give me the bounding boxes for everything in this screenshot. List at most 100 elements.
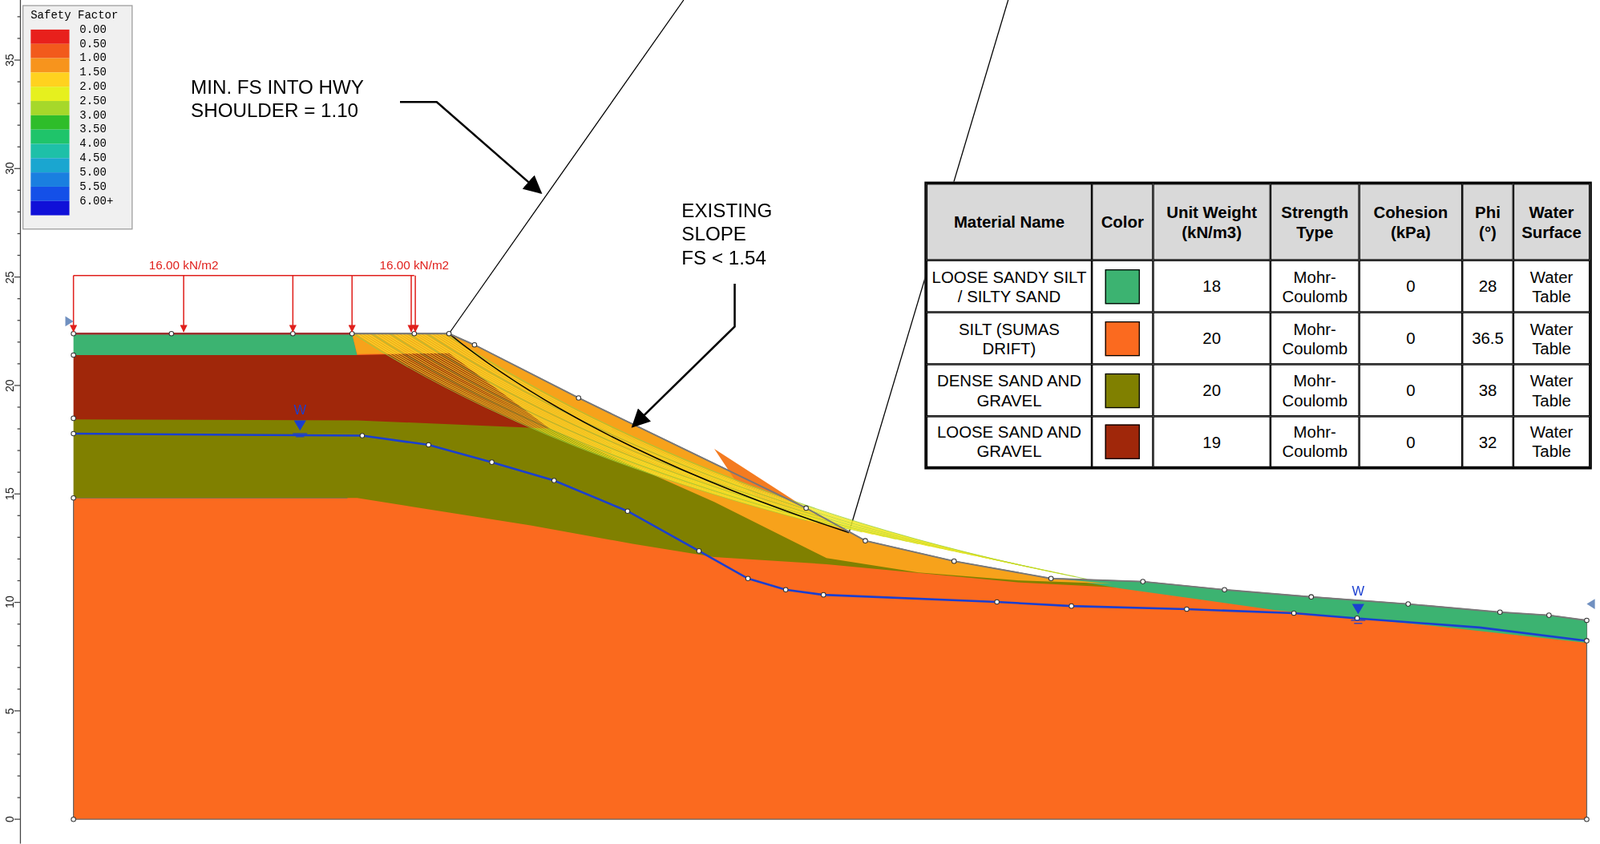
load-surface: [73, 332, 353, 336]
legend-swatch: [30, 172, 69, 187]
axis-number: 30: [3, 161, 16, 175]
table-value: Mohr-Coulomb: [1274, 266, 1356, 306]
table-cell: 0: [1359, 363, 1463, 417]
legend-value: 2.00: [79, 80, 107, 93]
table-value: 20: [1202, 380, 1221, 400]
table-cell: 0: [1359, 312, 1463, 365]
water-label: W: [1351, 583, 1365, 599]
table-value: 19: [1202, 432, 1221, 452]
axis-tick: [17, 537, 21, 538]
axis-number: 15: [3, 487, 16, 501]
table-cell: Unit Weight (kN/m3): [1152, 183, 1270, 260]
axis-tick: [17, 645, 21, 647]
vertex: [71, 431, 77, 437]
vertex: [169, 331, 174, 336]
vertex: [446, 331, 452, 336]
vertex: [1406, 602, 1411, 607]
table-value: 0: [1406, 328, 1415, 348]
axis-tick: [17, 406, 21, 408]
legend-swatch: [30, 72, 69, 87]
legend-swatch: [30, 143, 69, 158]
legend-title: Safety Factor: [30, 8, 118, 21]
vertex: [1291, 610, 1297, 616]
table-cell: Cohesion (kPa): [1359, 183, 1463, 260]
axis-number: 5: [3, 707, 16, 715]
load-arrow: [182, 275, 185, 332]
vertex: [71, 331, 77, 336]
axis-tick: [17, 146, 21, 148]
table-header: Water Surface: [1517, 202, 1586, 242]
table-header: Cohesion (kPa): [1363, 202, 1459, 242]
vertex: [804, 505, 809, 511]
vertex: [783, 587, 788, 593]
callout-text: MIN. FS INTO HWY SHOULDER = 1.10: [190, 75, 392, 123]
legend-swatch: [30, 58, 69, 73]
vertex: [820, 592, 826, 598]
load-label: 16.00 kN/m2: [379, 258, 450, 273]
legend-value: 0.50: [79, 37, 107, 50]
axis-tick: [17, 731, 21, 733]
load-arrow: [410, 275, 413, 332]
axis-tick: [17, 753, 21, 755]
table-cell: 0: [1359, 416, 1463, 468]
axis-tick: [17, 472, 21, 473]
legend-swatch: [30, 201, 69, 216]
slip-surface: [386, 333, 908, 542]
table-header: Color: [1101, 212, 1144, 232]
table-value: 32: [1478, 432, 1498, 452]
vertex: [349, 331, 355, 336]
table-cell: Phi (°): [1462, 183, 1514, 260]
table-header: Phi (°): [1466, 202, 1509, 242]
vertex: [359, 433, 365, 439]
load-bracket: [73, 274, 353, 277]
vertex: [412, 331, 417, 336]
legend-swatch: [30, 101, 69, 116]
axis-tick: [17, 515, 21, 517]
slip-surface: [415, 333, 997, 561]
distributed-load: [73, 275, 416, 332]
table-value: Water Table: [1517, 319, 1586, 358]
material-swatch: [1105, 320, 1140, 356]
slip-surface: [389, 333, 918, 544]
legend-value: 0.00: [79, 23, 107, 36]
table-cell: Mohr-Coulomb: [1270, 363, 1360, 417]
axis-tick: [17, 233, 21, 235]
load-arrow: [292, 275, 295, 332]
sandy-silt-layer: [1061, 578, 1588, 643]
legend-value: 4.00: [79, 137, 107, 150]
legend-swatch: [30, 186, 69, 202]
table-cell: Mohr-Coulomb: [1270, 260, 1360, 313]
vertex: [696, 549, 702, 554]
vertex: [71, 816, 77, 822]
vertex: [1584, 618, 1590, 623]
legend-value: 5.00: [79, 165, 107, 178]
vertex: [745, 576, 751, 582]
table-cell: 20: [1152, 363, 1270, 417]
material-name: LOOSE SAND AND GRAVEL: [930, 422, 1088, 461]
vertex: [994, 599, 1000, 605]
table-cell: Water Table: [1513, 416, 1590, 468]
callout-text: EXISTING SLOPE FS < 1.54: [681, 198, 776, 270]
axis-number: 10: [3, 596, 16, 610]
legend-value: 5.50: [79, 180, 107, 193]
table-value: Mohr-Coulomb: [1274, 319, 1356, 358]
silt-layer: [73, 333, 1588, 820]
axis-tick: [17, 623, 21, 625]
table-value: 38: [1478, 380, 1498, 400]
slip-surface: [419, 333, 1009, 563]
axis-tick: [17, 558, 21, 560]
legend-value: 3.00: [79, 109, 107, 122]
table-cell: Water Table: [1513, 312, 1590, 365]
water-marker: [1353, 622, 1362, 624]
axis-tick: [17, 125, 21, 126]
material-swatch: [1105, 424, 1140, 460]
boundary-marker: [64, 316, 73, 328]
material-name: SILT (SUMAS DRIFT): [930, 319, 1088, 358]
legend-swatch: [30, 157, 69, 173]
axis-number: 20: [3, 379, 16, 392]
table-header: Material Name: [953, 212, 1065, 232]
axis-tick: [17, 796, 21, 798]
table-cell: Material Name: [926, 183, 1092, 260]
axis-number: 25: [3, 270, 16, 284]
